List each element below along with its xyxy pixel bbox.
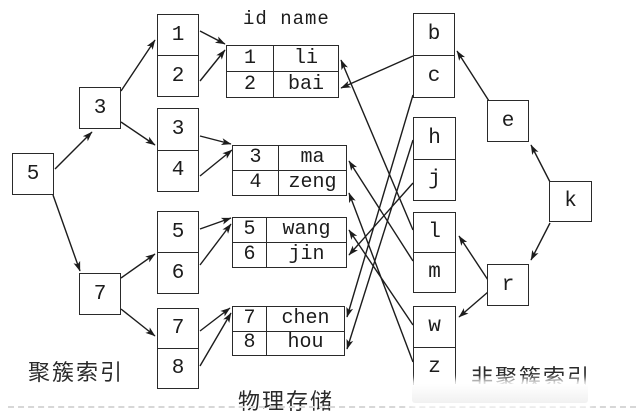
nonclustered-internal-node-r: r xyxy=(487,264,529,306)
watermark-blur-strip xyxy=(412,384,588,403)
edge-5-3 xyxy=(54,131,93,170)
edge-7-leaf56 xyxy=(120,253,156,279)
nonclustered-leaf-pair-l-m: l m xyxy=(413,212,456,293)
edge-leaf5-table xyxy=(199,217,232,230)
clustered-leaf-pair-7-8: 7 8 xyxy=(157,308,199,389)
storage-table-5-6: 5 wang 6 jin xyxy=(232,217,347,268)
row-name: chen xyxy=(281,306,330,330)
leaf-cell: h xyxy=(428,126,441,150)
row-id: 8 xyxy=(233,331,267,355)
storage-table-3-4: 3 ma 4 zeng xyxy=(232,145,347,196)
leaf-cell: 6 xyxy=(158,252,198,293)
clustered-index-caption: 聚簇索引 xyxy=(28,361,125,386)
leaf-cell: 7 xyxy=(171,317,185,340)
edge-k-e xyxy=(530,144,551,183)
edge-e-bc xyxy=(456,50,490,102)
clustered-internal-node-7: 7 xyxy=(79,273,121,315)
row-name: ma xyxy=(300,146,325,169)
clustered-leaf-pair-3-4: 3 4 xyxy=(157,108,199,192)
leaf-cell: 3 xyxy=(171,117,185,141)
leaf-cell: m xyxy=(414,252,455,292)
edge-r-lm xyxy=(458,235,489,281)
leaf-cell: l xyxy=(428,221,441,244)
row-name: bai xyxy=(287,72,324,96)
storage-table-7-8: 7 chen 8 hou xyxy=(232,306,345,356)
nonclustered-leaf-pair-b-c: b c xyxy=(413,13,455,98)
edge-z-zeng xyxy=(348,192,414,363)
row-name: zeng xyxy=(288,171,337,194)
edge-k-r xyxy=(530,222,551,261)
edge-b-bai xyxy=(340,55,414,89)
edge-c-chen xyxy=(346,94,414,318)
clustered-root-value: 5 xyxy=(26,162,40,186)
edge-m-ma xyxy=(348,160,414,262)
edge-h-hou xyxy=(346,139,414,350)
table-row: 6 jin xyxy=(233,242,346,267)
row-name: jin xyxy=(288,243,325,266)
node-value: 7 xyxy=(93,282,107,306)
row-id: 7 xyxy=(233,307,267,331)
edge-leaf8-table xyxy=(199,312,232,367)
row-name: hou xyxy=(287,331,324,355)
row-name: wang xyxy=(282,218,331,241)
edge-leaf7-table xyxy=(199,307,231,332)
row-name: li xyxy=(293,46,318,70)
edge-3-leaf12 xyxy=(120,39,156,92)
nonclustered-root-node: k xyxy=(549,181,592,222)
edge-r-wz xyxy=(458,291,489,318)
leaf-cell: z xyxy=(414,346,455,388)
bottom-dashed-line xyxy=(8,406,636,408)
table-row: 3 ma xyxy=(233,146,346,170)
node-value: r xyxy=(501,273,515,297)
table-row: 2 bai xyxy=(227,71,338,97)
node-value: 3 xyxy=(93,96,107,120)
leaf-cell: c xyxy=(414,55,454,97)
row-id: 3 xyxy=(233,146,279,170)
table-row: 8 hou xyxy=(233,330,344,355)
table-row: 1 li xyxy=(227,46,338,71)
edge-leaf3-table xyxy=(199,135,232,146)
row-id: 4 xyxy=(233,171,279,195)
clustered-root-node: 5 xyxy=(12,153,54,195)
row-id: 5 xyxy=(233,218,267,242)
physical-storage-caption: 物理存储 xyxy=(238,390,335,415)
edge-j-jin xyxy=(348,182,414,256)
storage-table-1-2: 1 li 2 bai xyxy=(226,45,339,98)
table-row: 5 wang xyxy=(233,218,346,242)
row-id: 1 xyxy=(227,46,274,71)
node-value: e xyxy=(501,109,515,133)
edge-5-7 xyxy=(52,194,81,272)
clustered-internal-node-3: 3 xyxy=(79,87,121,129)
leaf-cell: 1 xyxy=(171,23,185,47)
nonclustered-internal-node-e: e xyxy=(487,100,529,142)
nonclustered-leaf-pair-w-z: w z xyxy=(413,306,456,388)
clustered-leaf-pair-1-2: 1 2 xyxy=(157,14,199,97)
table-row: 4 zeng xyxy=(233,170,346,195)
leaf-cell: 4 xyxy=(158,149,198,192)
leaf-cell: j xyxy=(414,158,455,201)
leaf-cell: 5 xyxy=(171,220,185,244)
table-row: 7 chen xyxy=(233,307,344,331)
row-id: 2 xyxy=(227,72,274,97)
edge-leaf1-table xyxy=(199,30,226,45)
edge-leaf4-table xyxy=(199,149,233,177)
leaf-cell: 8 xyxy=(158,348,198,388)
edge-l-li xyxy=(340,59,414,231)
clustered-leaf-pair-5-6: 5 6 xyxy=(157,211,199,294)
row-id: 6 xyxy=(233,243,267,267)
nonclustered-root-value: k xyxy=(564,190,577,213)
nonclustered-leaf-pair-h-j: h j xyxy=(413,117,456,201)
edge-leaf2-table xyxy=(199,49,226,82)
leaf-cell: w xyxy=(428,315,441,339)
id-name-header-label: id name xyxy=(243,8,330,30)
leaf-cell: b xyxy=(427,23,441,46)
edge-3-leaf34 xyxy=(120,121,156,146)
leaf-cell: 2 xyxy=(158,55,198,96)
edge-leaf6-table xyxy=(199,223,232,266)
edge-7-leaf78 xyxy=(120,308,156,337)
